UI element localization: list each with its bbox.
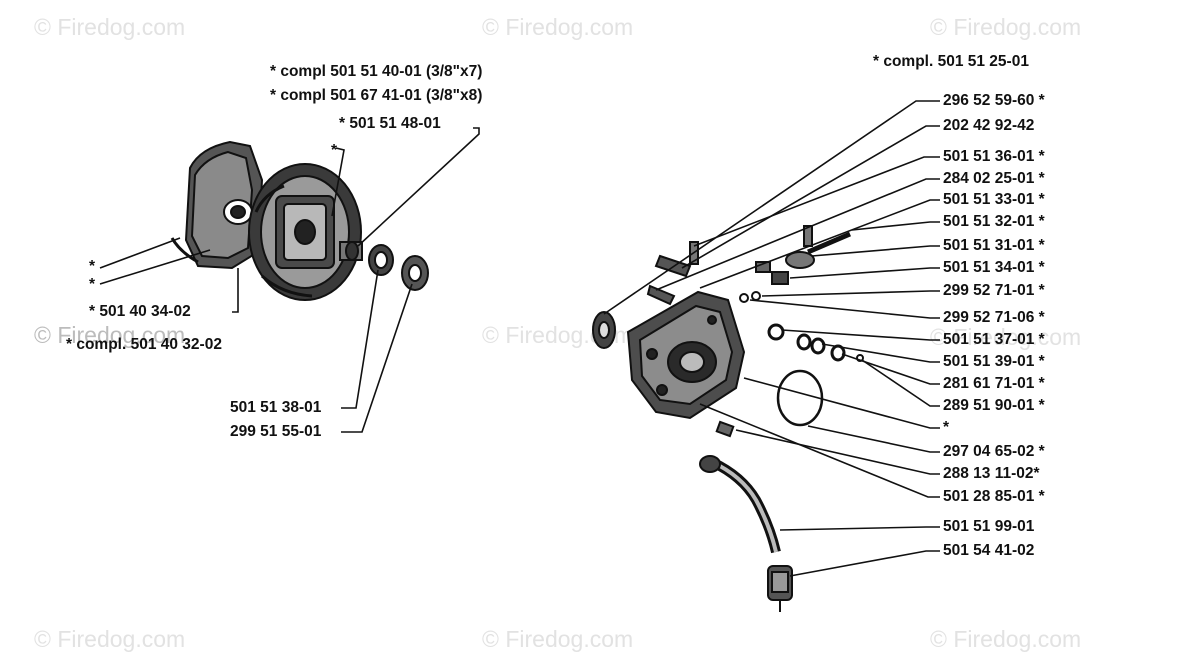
washer-illustration [401,255,429,291]
pump-piston-illustration [755,231,851,285]
part-number-label: 501 54 41-02 [943,542,1035,559]
part-number-label: 281 61 71-01 * [943,375,1045,392]
part-number-label: 289 51 90-01 * [943,397,1045,414]
oil-hose-illustration [699,420,781,554]
leader-501-51-36-01 [693,156,940,247]
leader-star-2 [99,249,211,285]
leader-296-52-59-60 [603,100,940,315]
leader-501-40-34-02 [232,268,239,313]
leader-299-51-55-01 [341,283,413,433]
part-number-label: 501 51 99-01 [943,518,1035,535]
leader-297-04-65-02 [807,425,940,453]
part-number-label: 501 51 34-01 * [943,259,1045,276]
leader-star-right [743,377,940,429]
part-number-label: 296 52 59-60 * [943,92,1045,109]
part-number-label: 501 28 85-01 * [943,488,1045,505]
part-number-label: 501 51 33-01 * [943,191,1045,208]
leader-501-51-39-01 [821,343,940,363]
clutch-hub-illustration [339,241,363,261]
worm-gear-illustration [592,311,616,349]
watermark: © Firedog.com [930,14,1082,40]
label-501-51-38-01: 501 51 38-01 [230,399,322,416]
oil-filter-illustration [767,565,793,612]
leader-501-54-41-02 [789,550,940,577]
watermark: © Firedog.com [34,322,186,348]
watermark: © Firedog.com [930,324,1082,350]
label-299-51-55-01: 299 51 55-01 [230,423,322,440]
label-compl-501-51-25-01: * compl. 501 51 25-01 [873,53,1029,70]
pump-housing-illustration [626,290,746,420]
leader-501-51-48-01 [357,127,480,247]
watermark: © Firedog.com [34,14,186,40]
needle-bearing-illustration [368,244,394,276]
leader-501-51-32-01 [851,221,940,231]
clutch-shoes-illustration [248,163,362,301]
label-compl-501-40-32-02: * compl. 501 40 32-02 [66,336,222,353]
part-number-label: * [943,419,950,436]
leader-star-upper [331,147,345,217]
label-501-40-34-02: * 501 40 34-02 [89,303,191,320]
leader-501-51-34-01 [789,267,940,279]
label-compl-501-51-40-01: * compl 501 51 40-01 (3/8"x7) [270,63,483,80]
leader-281-61-71-01 [841,353,940,385]
leader-299-52-71-06 [749,299,940,319]
o-ring-small-illustration [739,291,864,362]
watermark: © Firedog.com [482,626,634,652]
leader-501-51-37-01 [781,329,940,341]
part-number-label: 501 51 37-01 * [943,331,1045,348]
label-compl-501-67-41-01: * compl 501 67 41-01 (3/8"x8) [270,87,483,104]
watermark: © Firedog.com [482,14,634,40]
label-star: * [89,258,96,275]
label-star: * [331,142,338,159]
part-number-label: 299 52 71-06 * [943,309,1045,326]
leader-501-51-99-01 [779,526,940,531]
part-number-label: 501 51 36-01 * [943,148,1045,165]
part-number-label: 297 04 65-02 * [943,443,1045,460]
leader-501-51-38-01 [341,269,379,409]
part-number-label: 299 52 71-01 * [943,282,1045,299]
leader-284-02-25-01 [655,178,940,291]
leader-501-28-85-01 [699,403,940,498]
label-star: * [89,276,96,293]
clutch-drum-illustration [170,140,264,270]
leader-501-51-33-01 [699,199,940,289]
part-number-label: 501 51 39-01 * [943,353,1045,370]
watermark: © Firedog.com [34,626,186,652]
leader-288-13-11-02 [735,429,940,475]
watermark: © Firedog.com [930,626,1082,652]
part-number-label: 501 51 32-01 * [943,213,1045,230]
o-ring-large-illustration [776,369,824,427]
leader-202-42-92-42 [681,125,940,269]
part-number-label: 501 51 31-01 * [943,237,1045,254]
part-number-label: 284 02 25-01 * [943,170,1045,187]
leader-299-52-71-01 [761,290,940,297]
part-number-label: 288 13 11-02* [943,465,1040,482]
leader-star-1 [99,237,181,269]
leader-501-51-31-01 [811,245,940,257]
leader-289-51-90-01 [861,359,940,407]
part-number-label: 202 42 92-42 [943,117,1035,134]
label-501-51-48-01: * 501 51 48-01 [339,115,441,132]
